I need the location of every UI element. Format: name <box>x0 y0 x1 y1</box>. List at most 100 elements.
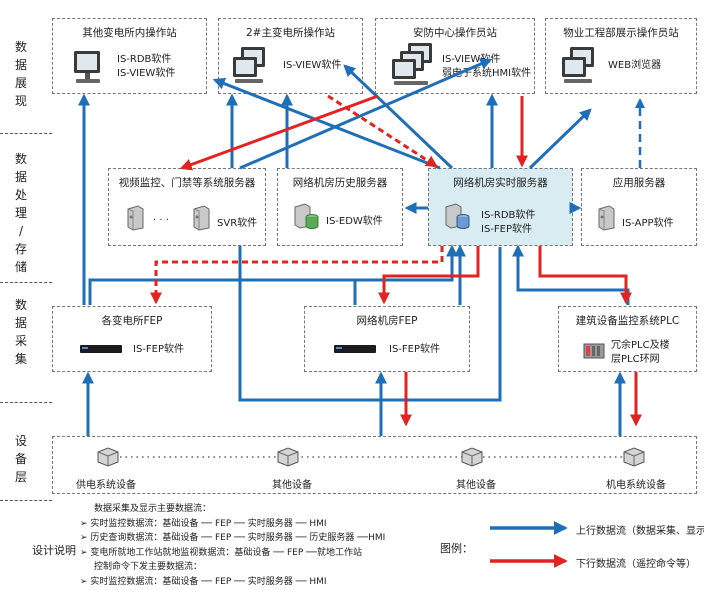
up-flow-line <box>88 244 458 305</box>
layer-separator <box>0 282 52 283</box>
software-list: IS-VIEW软件 <box>283 59 341 73</box>
software-item: IS-RDB软件 <box>481 210 536 221</box>
software-list: IS-APP软件 <box>622 217 674 231</box>
legend-up-label: 上行数据流（数据采集、显示） <box>576 526 704 537</box>
software-item: IS-VIEW软件 <box>283 60 342 71</box>
legend-down-label: 下行数据流（遥控命令等） <box>576 559 696 570</box>
device-box-icon <box>277 447 299 467</box>
note-line: ➢ 实时监控数据流：基础设备 ── FEP ── 实时服务器 ── HMI <box>80 576 327 587</box>
software-item: IS-RDB软件 <box>117 54 172 65</box>
software-item: WEB浏览器 <box>608 60 662 71</box>
server-icon <box>193 205 210 231</box>
software-item: IS-VIEW软件 <box>117 68 176 79</box>
device-label: 其他设备 <box>272 480 312 491</box>
workstation-icon <box>562 47 594 83</box>
note-line: 控制命令下发主要数据流： <box>94 562 203 572</box>
software-item: IS-EDW软件 <box>326 216 383 227</box>
layer-label-acquisition: 数据采集 <box>14 298 27 366</box>
box-title: 网络机房实时服务器 <box>453 177 548 189</box>
server-history: 网络机房历史服务器 IS-EDW软件 <box>277 168 403 246</box>
software-list: IS-FEP软件 <box>133 343 184 357</box>
note-line: ➢ 实时监控数据流：基础设备 ── FEP ── 实时服务器 ── HMI <box>80 518 327 529</box>
server-icon <box>598 205 615 231</box>
up-flow-line <box>528 108 592 170</box>
layer-label-processing: 数据处理/存储 <box>14 152 27 274</box>
server-icon <box>127 205 144 231</box>
up-flow-line <box>239 58 493 170</box>
workstation-icon <box>233 47 265 83</box>
dotted-bus-line <box>120 456 640 458</box>
workstation-icon <box>392 43 432 85</box>
device-box-icon <box>97 447 119 467</box>
software-list: 冗余PLC及楼 层PLC环网 <box>611 339 670 367</box>
notes-title: 设计说明 <box>32 544 76 557</box>
box-title: 各变电所FEP <box>101 315 163 327</box>
database-server-icon <box>294 203 319 229</box>
layer-separator <box>0 500 52 501</box>
server-video-access: 视频监控、门禁等系统服务器 · · · SVR软件 <box>108 168 266 246</box>
device-box-icon <box>461 447 483 467</box>
device-label: 其他设备 <box>456 480 496 491</box>
plc-building-control: 建筑设备监控系统PLC 冗余PLC及楼 层PLC环网 <box>558 306 697 372</box>
up-flow-line <box>238 246 502 402</box>
box-title: 2#主变电所操作站 <box>246 27 335 39</box>
down-flow-line <box>150 246 444 305</box>
rack-device-icon <box>334 345 376 353</box>
software-item: IS-VIEW软件 <box>442 54 501 65</box>
software-list: WEB浏览器 <box>608 59 661 73</box>
down-flow-line <box>378 246 480 305</box>
server-realtime: 网络机房实时服务器 IS-RDB软件 IS-FEP软件 <box>428 168 573 246</box>
box-title: 网络机房FEP <box>356 315 418 327</box>
station-other-substation: 其他变电所内操作站 IS-RDB软件 IS-VIEW软件 <box>52 18 207 94</box>
software-list: IS-VIEW软件 弱电子系统HMI软件 <box>442 53 531 81</box>
software-item: IS-FEP软件 <box>389 344 441 355</box>
software-item: 层PLC环网 <box>611 354 660 365</box>
note-line: 数据采集及显示主要数据流： <box>94 504 212 514</box>
station-main-substation-2: 2#主变电所操作站 IS-VIEW软件 <box>218 18 363 94</box>
software-item: IS-FEP软件 <box>481 224 533 235</box>
workstation-icon <box>74 51 100 83</box>
ellipsis-dots: · · · <box>153 215 169 226</box>
software-list: SVR软件 <box>217 217 257 231</box>
box-title: 安防中心操作员站 <box>413 27 497 39</box>
server-application: 应用服务器 IS-APP软件 <box>581 168 697 246</box>
device-layer-box <box>52 436 697 494</box>
software-item: IS-FEP软件 <box>133 344 185 355</box>
notes-list: 数据采集及显示主要数据流： ➢ 实时监控数据流：基础设备 ── FEP ── 实… <box>80 502 385 589</box>
database-server-icon <box>445 203 470 229</box>
box-title: 建筑设备监控系统PLC <box>575 315 680 327</box>
box-title: 网络机房历史服务器 <box>292 177 388 189</box>
box-title: 应用服务器 <box>612 177 666 189</box>
plc-icon <box>583 343 605 359</box>
note-line: ➢ 历史查询数据流：基础设备 ── FEP ── 实时服务器 ── 历史服务器 … <box>80 533 386 543</box>
note-line: ➢ 变电所就地工作站就地监视数据流：基础设备 ── FEP ──就地工作站 <box>80 547 362 558</box>
station-property-engineering: 物业工程部展示操作员站 WEB浏览器 <box>545 18 697 94</box>
device-label: 供电系统设备 <box>76 480 136 491</box>
box-title: 视频监控、门禁等系统服务器 <box>118 177 256 189</box>
software-list: IS-RDB软件 IS-VIEW软件 <box>117 53 175 81</box>
software-item: 弱电子系统HMI软件 <box>442 68 532 79</box>
software-item: IS-APP软件 <box>622 218 674 229</box>
fep-substations: 各变电所FEP IS-FEP软件 <box>52 306 212 372</box>
down-flow-line <box>327 94 439 168</box>
up-flow-line <box>212 77 441 170</box>
legend-title: 图例： <box>440 542 473 555</box>
up-flow-line <box>343 64 454 170</box>
layer-separator <box>0 133 52 134</box>
software-list: IS-EDW软件 <box>326 215 383 229</box>
down-flow-line <box>538 246 632 305</box>
layer-separator <box>0 402 52 403</box>
software-item: 冗余PLC及楼 <box>611 340 670 351</box>
station-security-center: 安防中心操作员站 IS-VIEW软件 弱电子系统HMI软件 <box>375 18 535 94</box>
layer-label-device: 设备层 <box>14 434 27 484</box>
rack-device-icon <box>80 345 122 353</box>
box-title: 其他变电所内操作站 <box>82 27 177 39</box>
fep-network-room: 网络机房FEP IS-FEP软件 <box>304 306 470 372</box>
device-box-icon <box>623 447 645 467</box>
device-label: 机电系统设备 <box>606 480 666 491</box>
software-item: SVR软件 <box>217 218 258 229</box>
software-list: IS-RDB软件 IS-FEP软件 <box>481 209 535 237</box>
layer-label-display: 数据展现 <box>14 40 27 108</box>
software-list: IS-FEP软件 <box>389 343 440 357</box>
